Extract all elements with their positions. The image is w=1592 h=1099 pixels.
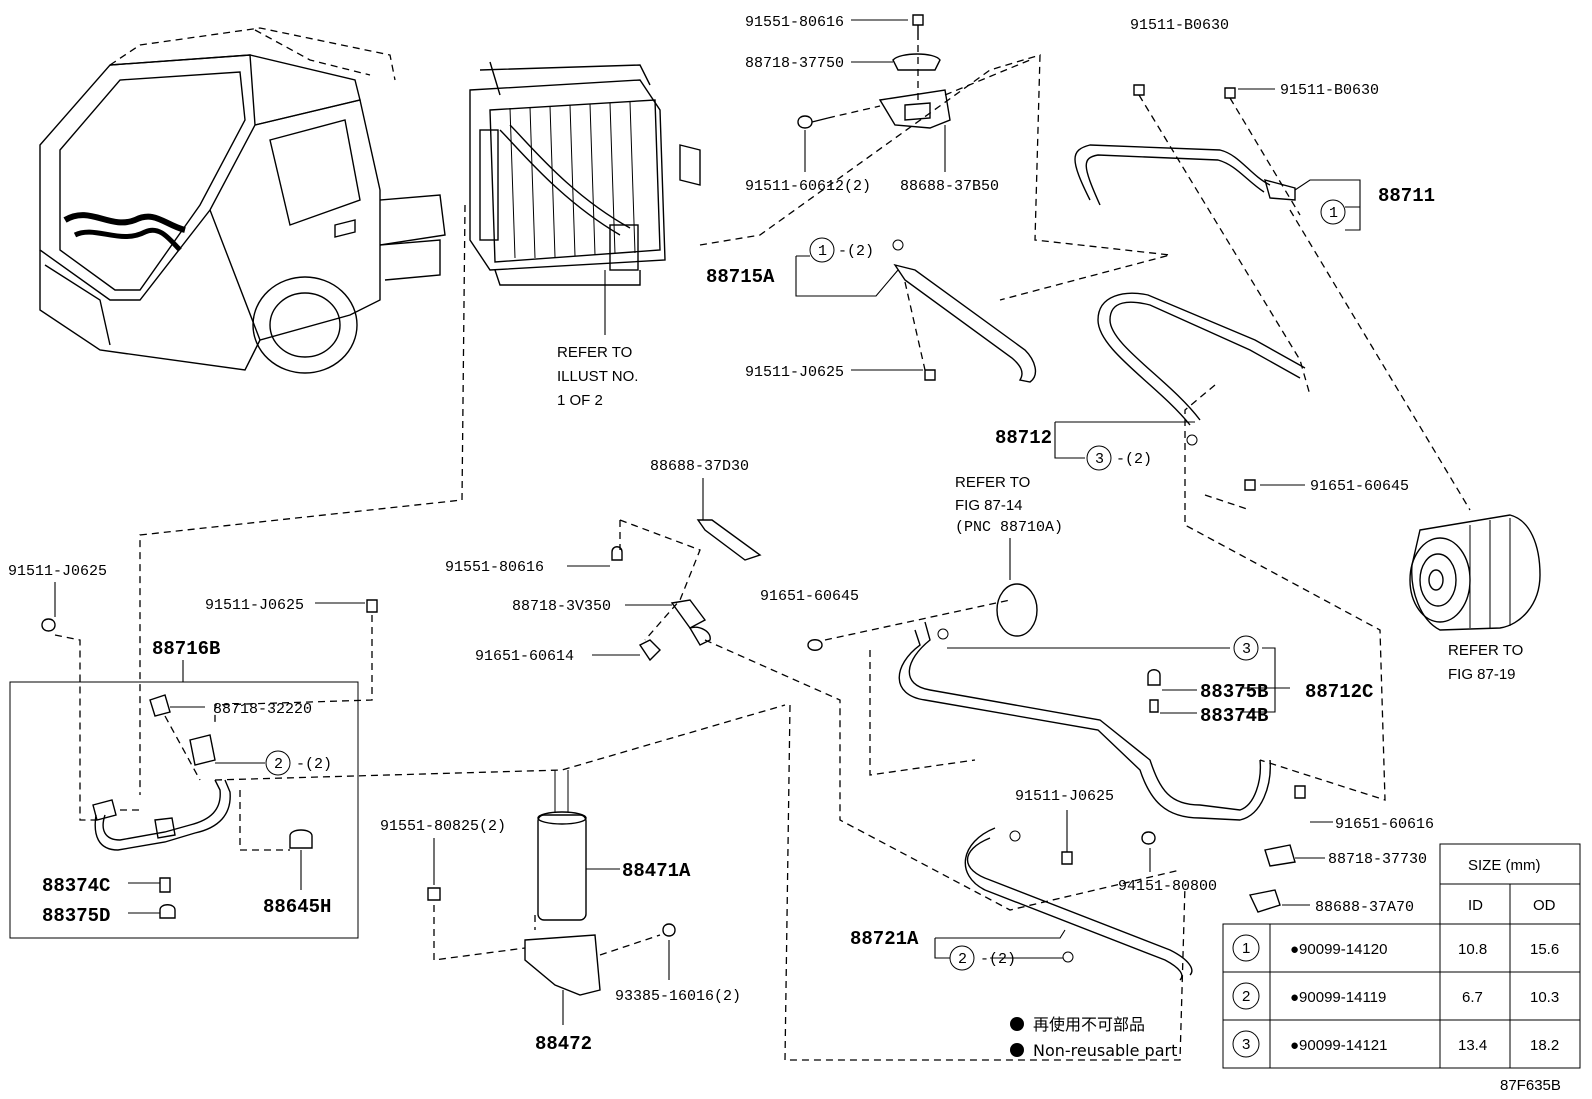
size-table: [1222, 843, 1581, 1069]
part-label-88375B[interactable]: 88375B: [1200, 681, 1268, 703]
pipe-88715A-drawing: [892, 239, 1037, 383]
part-label-91511-60612[interactable]: 91511-60612(2): [745, 178, 871, 195]
part-label-91651-60645-m[interactable]: 91651-60645: [760, 588, 859, 605]
truck-cab-drawing: [39, 27, 446, 374]
legend-dot-en: [1010, 1043, 1024, 1057]
size-table-row-2-id: 6.7: [1462, 989, 1483, 1006]
lower-right-bracket-group: [1248, 785, 1306, 913]
compressor-drawing: [1409, 514, 1541, 631]
callout-1-pipe-88715A: 1: [818, 243, 827, 260]
part-label-88472[interactable]: 88472: [535, 1033, 592, 1055]
group-box-88716B: [9, 681, 359, 939]
size-table-col-od: OD: [1533, 897, 1556, 914]
size-table-row-3-part[interactable]: ●90099-14121: [1290, 1037, 1387, 1054]
part-label-88711[interactable]: 88711: [1378, 185, 1435, 207]
part-label-91651-60645-r[interactable]: 91651-60645: [1310, 478, 1409, 495]
guide-line: [139, 204, 466, 795]
part-label-88718-37730[interactable]: 88718-37730: [1328, 851, 1427, 868]
part-label-91651-60616[interactable]: 91651-60616: [1335, 816, 1434, 833]
hose-88721A-drawing: [964, 827, 1193, 981]
callout-1-hose-88711: 1: [1329, 205, 1338, 222]
refer-fig8714-line3: (PNC 88710A): [955, 519, 1063, 536]
part-label-91511-J0625-left[interactable]: 91511-J0625: [8, 563, 107, 580]
part-label-88688-37D30[interactable]: 88688-37D30: [650, 458, 749, 475]
part-label-91551-80616[interactable]: 91551-80616: [745, 14, 844, 31]
bolt-left-drawing: [41, 618, 56, 632]
bracket-group-top: [797, 14, 1031, 129]
middle-bracket-group: [611, 519, 1181, 911]
part-label-91511-B0630-b[interactable]: 91511-B0630: [1280, 82, 1379, 99]
refer-fig8714-line1: REFER TO: [955, 474, 1030, 491]
hose-88712-drawing: [1097, 292, 1386, 801]
size-table-row-2-part[interactable]: ●90099-14119: [1290, 989, 1386, 1006]
part-label-91551-80616-mid[interactable]: 91551-80616: [445, 559, 544, 576]
refer-fig8719-line1: REFER TO: [1448, 642, 1523, 659]
part-label-88718-32220[interactable]: 88718-32220: [213, 701, 312, 718]
part-label-88688-37A70[interactable]: 88688-37A70: [1315, 899, 1414, 916]
part-label-88374C[interactable]: 88374C: [42, 875, 110, 897]
refer-illust-line1: REFER TO: [557, 344, 632, 361]
part-label-88716B[interactable]: 88716B: [152, 638, 220, 660]
bolt-upper-drawing: [366, 599, 378, 613]
legend-dot-jp: [1010, 1017, 1024, 1031]
part-label-88718-37750[interactable]: 88718-37750: [745, 55, 844, 72]
part-label-88715A[interactable]: 88715A: [706, 266, 775, 288]
refer-illust-line2: ILLUST NO.: [557, 368, 638, 385]
part-label-93385-16016[interactable]: 93385-16016(2): [615, 988, 741, 1005]
part-label-88718-3V350[interactable]: 88718-3V350: [512, 598, 611, 615]
refer-fig8714-line2: FIG 87-14: [955, 497, 1023, 514]
callout-3-hose-88712: 3: [1095, 451, 1104, 468]
callout-3-pipe-88712C: 3: [1242, 641, 1251, 658]
pipe-88712C-drawing: [869, 621, 1271, 821]
expansion-valve-drawing: [996, 583, 1038, 637]
legend-non-reusable-en: Non-reusable part: [1033, 1041, 1177, 1060]
callout-2-pipe-88716B: 2: [274, 756, 283, 773]
part-label-88712[interactable]: 88712: [995, 427, 1052, 449]
part-label-94151-80800[interactable]: 94151-80800: [1118, 878, 1217, 895]
size-table-row-3-id: 13.4: [1458, 1037, 1487, 1054]
part-label-88645H[interactable]: 88645H: [263, 896, 331, 918]
size-table-row-3-od: 18.2: [1530, 1037, 1559, 1054]
size-table-row-1-part[interactable]: ●90099-14120: [1290, 941, 1387, 958]
part-label-88712C[interactable]: 88712C: [1305, 681, 1373, 703]
size-table-col-id: ID: [1468, 897, 1483, 914]
pipe-88716B-drawing: [54, 634, 313, 919]
refer-illust-line3: 1 OF 2: [557, 392, 603, 409]
size-table-header: SIZE (mm): [1468, 857, 1541, 874]
hose-88711-drawing: [1074, 84, 1471, 511]
receiver-dryer-drawing: [214, 704, 1186, 1061]
callout-2-hose-88721A: 2: [958, 951, 967, 968]
part-label-91511-B0630-a[interactable]: 91511-B0630: [1130, 17, 1229, 34]
size-table-row-1-od: 15.6: [1530, 941, 1559, 958]
part-label-88471A[interactable]: 88471A: [622, 860, 691, 882]
part-label-91511-J0625-bot[interactable]: 91511-J0625: [1015, 788, 1114, 805]
size-table-row-2-ref: 2: [1242, 988, 1250, 1005]
condenser-assembly-drawing: [469, 61, 701, 335]
diagram-code: 87F635B: [1500, 1077, 1561, 1094]
callout-qty-88716B: -(2): [296, 756, 332, 773]
refer-fig8719-line2: FIG 87-19: [1448, 666, 1516, 683]
part-label-88721A[interactable]: 88721A: [850, 928, 919, 950]
part-label-88688-37B50[interactable]: 88688-37B50: [900, 178, 999, 195]
part-label-91551-80825[interactable]: 91551-80825(2): [380, 818, 506, 835]
callout-qty-88715A: -(2): [838, 243, 874, 260]
callout-qty-88712: -(2): [1116, 451, 1152, 468]
legend-non-reusable-jp: 再使用不可部品: [1033, 1015, 1145, 1034]
size-table-row-1-ref: 1: [1242, 940, 1250, 957]
size-table-row-2-od: 10.3: [1530, 989, 1559, 1006]
callout-qty-88721A: -(2): [980, 951, 1016, 968]
part-label-88374B[interactable]: 88374B: [1200, 705, 1268, 727]
part-label-91651-60614[interactable]: 91651-60614: [475, 648, 574, 665]
size-table-row-1-id: 10.8: [1458, 941, 1487, 958]
part-label-91511-J0625-mid[interactable]: 91511-J0625: [745, 364, 844, 381]
size-table-row-3-ref: 3: [1242, 1036, 1250, 1053]
part-label-88375D[interactable]: 88375D: [42, 905, 110, 927]
part-label-91511-J0625-left2[interactable]: 91511-J0625: [205, 597, 304, 614]
